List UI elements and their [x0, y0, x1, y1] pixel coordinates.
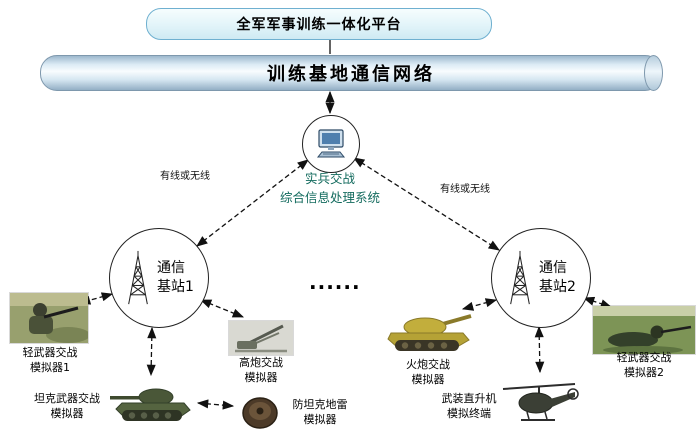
artillery-tank-icon	[387, 314, 472, 351]
mine-icon	[242, 397, 278, 429]
processing-system-label-line2: 综合信息处理系统	[279, 189, 380, 205]
soldier-icon	[10, 293, 90, 343]
label-line: 火炮交战	[406, 358, 450, 371]
base-station-2-label-line1: 通信	[539, 260, 568, 277]
more-stations-ellipsis: ......	[309, 270, 361, 294]
arrow-bs2-light-weapon-2	[582, 296, 613, 309]
base-station-1-node: 通信 基站1	[109, 228, 209, 328]
anti-tank-mine-label: 防坦克地雷 模拟器	[284, 398, 356, 428]
base-station-2-label: 通信 基站2	[539, 259, 576, 297]
label-line: 模拟器	[303, 412, 337, 426]
label-line: 武装直升机	[441, 392, 497, 405]
artillery-simulator-image	[383, 307, 473, 355]
pipe-end-cap	[644, 54, 663, 91]
arrow-computer-bs2	[353, 157, 500, 251]
processing-system-node	[302, 115, 360, 173]
computer-icon	[316, 129, 346, 158]
base-station-2-node: 通信 基站2	[491, 228, 591, 328]
processing-system-label: 实兵交战 综合信息处理系统	[240, 170, 420, 208]
platform-title-box: 全军军事训练一体化平台	[146, 8, 492, 40]
artillery-simulator-label: 火炮交战 模拟器	[391, 358, 465, 388]
antenna-tower-icon	[128, 250, 148, 305]
arrow-tank-mine	[196, 399, 235, 410]
aa-gun-simulator-image	[229, 321, 293, 355]
anti-aircraft-gun-icon	[229, 321, 293, 355]
arrow-bs1-aa-gun	[199, 299, 245, 318]
platform-title: 全军军事训练一体化平台	[236, 17, 402, 33]
helicopter-icon	[502, 383, 579, 421]
network-title: 训练基地通信网络	[267, 64, 435, 85]
link-label-right: 有线或无线	[440, 184, 490, 195]
helicopter-terminal-image	[499, 376, 579, 432]
label-line: 模拟器	[244, 370, 278, 384]
arrow-bs2-artillery	[461, 298, 498, 311]
base-station-1-label-line1: 通信	[157, 260, 186, 277]
base-station-1-label: 通信 基站1	[157, 259, 194, 297]
label-line: 模拟器	[50, 406, 84, 420]
label-line: 模拟器	[411, 372, 445, 386]
light-weapon-simulator-2-image	[593, 306, 695, 354]
network-pipe: 训练基地通信网络	[40, 54, 663, 91]
processing-system-label-line1: 实兵交战	[304, 171, 355, 186]
arrow-bs1-tank	[146, 326, 157, 377]
label-line: 防坦克地雷	[292, 398, 348, 411]
helicopter-terminal-label: 武装直升机 模拟终端	[435, 392, 503, 422]
anti-tank-mine-image	[237, 392, 283, 432]
label-line: 模拟器2	[624, 365, 664, 379]
tank-simulator-label: 坦克武器交战 模拟器	[24, 392, 110, 422]
link-label-left: 有线或无线	[160, 171, 210, 182]
tank-simulator-image	[108, 379, 194, 425]
prone-soldier-icon	[593, 306, 695, 354]
base-station-2-label-line2: 基站2	[539, 279, 576, 295]
label-line: 模拟终端	[447, 406, 491, 420]
light-weapon-simulator-2-label: 轻武器交战 模拟器2	[600, 351, 688, 381]
aa-gun-simulator-label: 高炮交战 模拟器	[226, 356, 296, 386]
label-line: 模拟器1	[30, 360, 70, 374]
base-station-1-label-line2: 基站1	[157, 279, 194, 295]
tank-icon	[110, 388, 191, 421]
light-weapon-simulator-1-image	[10, 293, 90, 343]
label-line: 轻武器交战	[616, 351, 672, 364]
antenna-tower-icon	[510, 250, 530, 305]
label-line: 高炮交战	[239, 356, 283, 369]
light-weapon-simulator-1-label: 轻武器交战 模拟器1	[8, 346, 92, 376]
label-line: 轻武器交战	[22, 346, 78, 359]
arrow-bs2-helicopter	[534, 325, 545, 374]
label-line: 坦克武器交战	[34, 392, 100, 405]
